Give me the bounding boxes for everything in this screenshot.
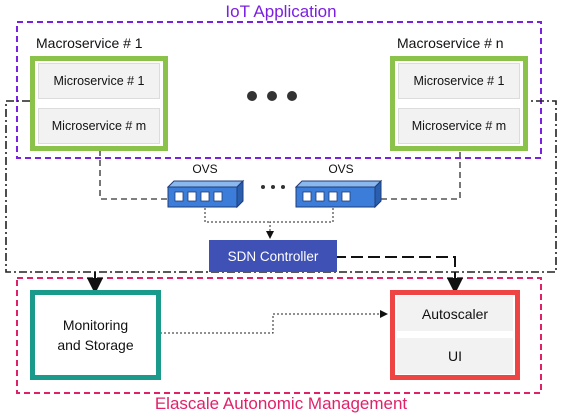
ovs-switch-n [294, 179, 383, 209]
link-ovs1-sdn [204, 208, 270, 223]
iot-application-title: IoT Application [225, 2, 337, 21]
ovs-ellipsis-dots [261, 185, 285, 189]
macroservice-n-label: Macroservice # n [397, 35, 504, 51]
link-ovsn-macron [381, 150, 461, 200]
autoscaler-box: Autoscaler [397, 296, 513, 331]
ovs-n-label: OVS [328, 162, 354, 176]
macroservice-1-microservice-m: Microservice # m [38, 108, 160, 144]
link-monitoring-autoscaler [160, 310, 388, 334]
link-ovsn-sdn [266, 208, 334, 239]
link-sdn-autoscaler [334, 256, 463, 294]
ui-box: UI [397, 338, 513, 374]
monitoring-storage-label: Monitoring and Storage [57, 317, 134, 353]
elascale-title: Elascale Autonomic Management [154, 394, 408, 413]
macroservice-n-microservice-1: Microservice # 1 [398, 63, 520, 99]
ovs-switch-1 [166, 179, 245, 209]
macroservice-ellipsis-dots [247, 91, 297, 101]
network-boundary [5, 100, 557, 273]
link-macro1-ovs1 [99, 150, 168, 200]
ovs-1-label: OVS [192, 162, 218, 176]
iot-application-boundary [16, 21, 542, 159]
elascale-boundary [16, 277, 542, 394]
macroservice-1-microservice-1: Microservice # 1 [38, 63, 160, 99]
macroservice-n-microservice-m: Microservice # m [398, 108, 520, 144]
macroservice-1-label: Macroservice # 1 [36, 35, 143, 51]
sdn-controller-box: SDN Controller [209, 240, 337, 272]
monitoring-storage-box: Monitoring and Storage [30, 290, 161, 380]
